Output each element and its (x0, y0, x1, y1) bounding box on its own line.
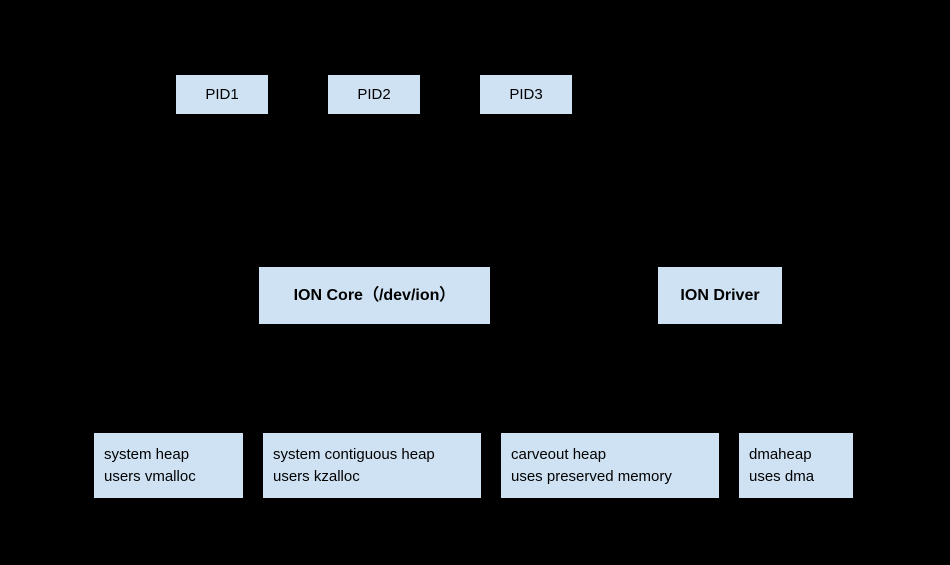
pid2-box: PID2 (327, 74, 421, 115)
system-heap-detail: users vmalloc (104, 467, 196, 485)
dmaheap-box: dmaheap uses dma (738, 432, 854, 499)
system-heap-box: system heap users vmalloc (93, 432, 244, 499)
ion-core-label: ION Core（/dev/ion） (293, 287, 456, 304)
pid1-box: PID1 (175, 74, 269, 115)
dmaheap-detail: uses dma (749, 467, 815, 485)
system-heap-title: system heap (104, 445, 190, 463)
system-contiguous-heap-detail: users kzalloc (273, 467, 360, 485)
carveout-heap-box: carveout heap uses preserved memory (500, 432, 720, 499)
system-contiguous-heap-box: system contiguous heap users kzalloc (262, 432, 482, 499)
ion-driver-label: ION Driver (680, 287, 760, 304)
system-contiguous-heap-title: system contiguous heap (273, 445, 435, 463)
pid2-label: PID2 (357, 86, 391, 103)
carveout-heap-title: carveout heap (511, 445, 607, 463)
pid1-label: PID1 (205, 86, 239, 103)
ion-driver-box: ION Driver (657, 266, 783, 325)
ion-core-box: ION Core（/dev/ion） (258, 266, 491, 325)
pid3-box: PID3 (479, 74, 573, 115)
dmaheap-title: dmaheap (749, 445, 812, 463)
carveout-heap-detail: uses preserved memory (511, 467, 672, 485)
pid3-label: PID3 (509, 86, 543, 103)
